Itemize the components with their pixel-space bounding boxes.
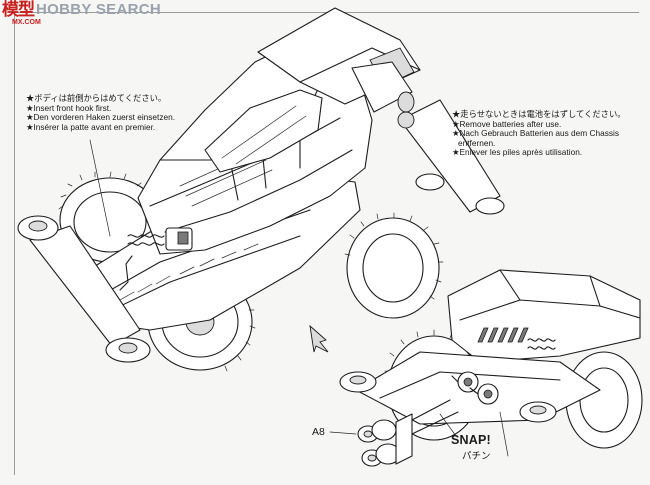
note-batteries-de: ★Nach Gebrauch Batterien aus dem Chassis (452, 128, 620, 139)
snap-label: SNAP! (451, 433, 491, 447)
note-batteries-fr: ★Enlever les piles après utilisation. (452, 147, 583, 158)
note-batteries-en: ★Remove batteries after use. (452, 118, 562, 129)
watermark-cn: 模型 (2, 0, 35, 20)
detail-illustration (329, 269, 643, 467)
part-a8 (357, 399, 459, 467)
car-body-illustration (17, 7, 505, 372)
watermark: 模型 HOBBY SEARCH (2, 0, 162, 20)
part-label-a8: A8 (312, 426, 325, 438)
note-front-hook-de: ★Den vorderen Haken zuerst einsetzen. (26, 112, 176, 123)
snap-label-jp: パチン (462, 451, 491, 462)
note-batteries-de-cont: entfernen. (458, 137, 496, 148)
watermark-name: HOBBY SEARCH (36, 1, 162, 18)
note-batteries: ★走らせないときは電池をはずしてください。 ★Remove batteries … (452, 109, 626, 158)
rear-right-wheel (344, 212, 444, 319)
note-front-hook-fr: ★Insérer la patte avant en premier. (26, 121, 156, 132)
note-batteries-jp: ★走らせないときは電池をはずしてください。 (452, 109, 626, 119)
note-front-hook-jp: ★ボディは前側からはめてください。 (26, 93, 167, 103)
watermark-tag: MX.COM (12, 19, 41, 26)
note-front-hook-en: ★Insert front hook first. (26, 102, 112, 113)
direction-arrow (309, 324, 329, 353)
note-front-hook: ★ボディは前側からはめてください。 ★Insert front hook fir… (26, 93, 176, 132)
